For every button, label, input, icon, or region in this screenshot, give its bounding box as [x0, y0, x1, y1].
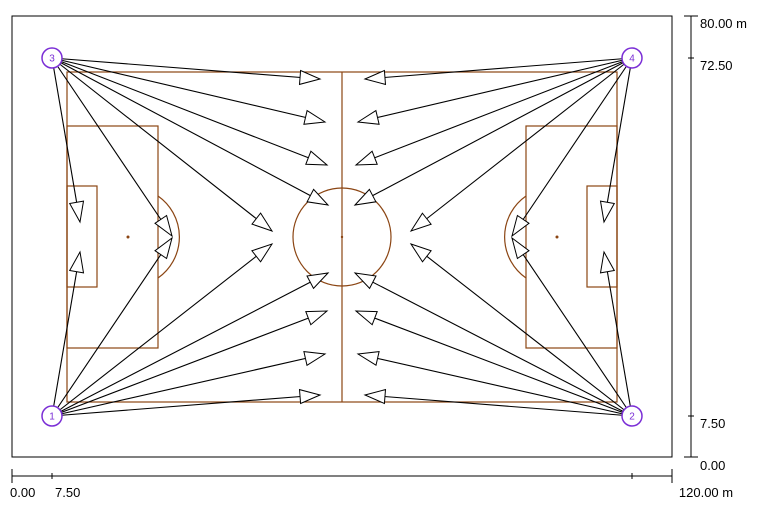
center-circle	[292, 187, 392, 287]
aiming-arrowhead	[354, 310, 378, 326]
aiming-arrowhead	[68, 250, 85, 274]
right-penalty-arc	[504, 195, 527, 279]
pole-circle	[41, 405, 63, 427]
dimension-lines	[11, 15, 698, 483]
center-spot	[340, 235, 344, 239]
aiming-arrowhead	[298, 69, 322, 86]
beam-line	[51, 353, 326, 417]
beam-line	[354, 57, 633, 206]
pole-marker-3[interactable]: 3	[41, 47, 63, 69]
aiming-arrowhead	[154, 214, 173, 238]
pitch-spots	[126, 235, 559, 239]
aiming-arrowhead	[305, 310, 329, 326]
aiming-arrowhead	[251, 243, 274, 263]
pole-label: 2	[629, 412, 635, 423]
aiming-arrowhead	[306, 272, 330, 290]
plan-frame	[11, 15, 673, 458]
aiming-arrowhead	[251, 212, 274, 232]
beam-line	[51, 310, 328, 417]
beam-line	[51, 57, 326, 123]
pole-marker-1[interactable]: 1	[41, 405, 63, 427]
right-goal-area	[586, 185, 618, 288]
right-penalty-area	[525, 125, 618, 349]
pole-circle	[41, 47, 63, 69]
beam-line	[51, 243, 273, 417]
aiming-arrowhead	[356, 351, 380, 366]
aiming-arrowhead	[303, 351, 327, 367]
left-penalty-area	[66, 125, 159, 349]
beam-line	[51, 57, 273, 232]
pole-circle	[621, 47, 643, 69]
aiming-arrowhead	[511, 214, 530, 238]
beam-line	[51, 57, 173, 237]
aiming-arrowhead	[511, 236, 530, 260]
aiming-arrowhead	[356, 109, 380, 125]
aiming-arrowhead	[154, 236, 173, 260]
beam-line	[51, 57, 328, 166]
beam-line	[354, 272, 633, 417]
aiming-arrowhead	[599, 250, 616, 274]
beam-line	[51, 57, 81, 223]
pole-label: 3	[49, 54, 55, 65]
pole-marker-4[interactable]: 4	[621, 47, 643, 69]
x-label-7-50: 7.50	[55, 485, 80, 500]
aiming-arrowhead	[306, 188, 330, 206]
pole-circle	[621, 405, 643, 427]
left-penalty-spot	[126, 235, 130, 239]
beam-line	[410, 57, 633, 232]
y-label-0: 0.00	[700, 458, 725, 473]
beam-line	[364, 57, 633, 80]
x-label-0: 0.00	[10, 485, 35, 500]
beam-line	[51, 272, 329, 417]
beam-line	[51, 57, 329, 206]
floodlight-beams	[51, 57, 633, 417]
beam-line	[364, 394, 633, 417]
beam-line	[355, 57, 633, 166]
beam-line	[603, 57, 633, 223]
aiming-arrowhead	[353, 188, 377, 206]
pole-label: 1	[49, 412, 55, 423]
left-penalty-arc	[157, 195, 180, 279]
dimension-labels: 0.00 7.50 120.00 m 80.00 m 72.50 7.50 0.…	[10, 16, 747, 500]
beam-line	[355, 310, 633, 417]
right-penalty-spot	[555, 235, 559, 239]
aiming-arrowhead	[305, 150, 329, 166]
pole-label: 4	[629, 54, 635, 65]
beam-line	[357, 353, 633, 417]
beam-line	[51, 394, 321, 417]
poles: 1 2 3 4	[41, 47, 643, 427]
aiming-arrowhead	[409, 212, 432, 232]
aiming-arrowhead	[298, 388, 322, 405]
beam-line	[357, 57, 633, 123]
aiming-arrowhead	[303, 109, 327, 125]
beam-line	[51, 237, 173, 417]
y-label-80: 80.00 m	[700, 16, 747, 31]
left-goal-area	[66, 185, 98, 288]
aiming-arrowhead	[353, 272, 377, 290]
aiming-arrowhead	[599, 200, 616, 224]
pole-marker-2[interactable]: 2	[621, 405, 643, 427]
aiming-arrowhead	[363, 69, 387, 86]
y-label-7-50: 7.50	[700, 416, 725, 431]
beam-line	[51, 57, 321, 80]
beam-line	[603, 251, 633, 417]
aiming-arrowhead	[68, 200, 85, 224]
beam-line	[51, 251, 81, 417]
beam-line	[410, 243, 633, 417]
beam-line	[511, 237, 633, 417]
x-label-120: 120.00 m	[679, 485, 733, 500]
aiming-arrowhead	[409, 243, 432, 263]
beam-line	[511, 57, 633, 237]
aiming-arrowhead	[354, 150, 378, 166]
aiming-arrowhead	[363, 388, 387, 405]
y-label-72-50: 72.50	[700, 58, 733, 73]
